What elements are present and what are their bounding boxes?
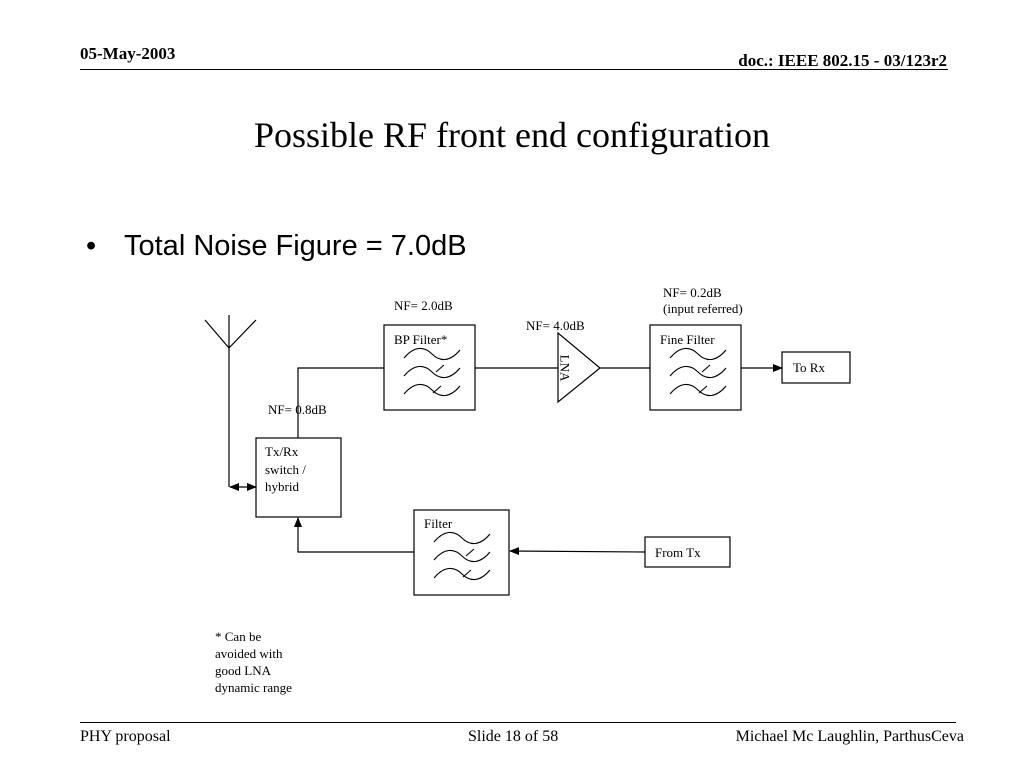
footnote-line2: avoided with bbox=[215, 646, 283, 661]
footnote-line1: * Can be bbox=[215, 629, 262, 644]
footer-left: PHY proposal bbox=[80, 728, 171, 745]
filter-to-switch-link bbox=[294, 517, 414, 553]
header-date: 05-May-2003 bbox=[80, 44, 176, 63]
bp-filter-nf-label: NF= 2.0dB bbox=[394, 298, 453, 313]
footer-author: Michael Mc Laughlin, ParthusCeva bbox=[735, 728, 964, 745]
bullet-dot: • bbox=[86, 230, 97, 262]
footer-rule bbox=[80, 722, 956, 723]
bp-filter-label: BP Filter* bbox=[394, 332, 448, 347]
lna-nf-label: NF= 4.0dB bbox=[526, 318, 585, 333]
tx-filter-icon bbox=[433, 531, 491, 581]
fine-filter-icon bbox=[669, 347, 727, 397]
fine-filter-nf-label: NF= 0.2dB bbox=[663, 285, 722, 300]
switch-label-line3: hybrid bbox=[265, 479, 299, 494]
switch-nf-label: NF= 0.8dB bbox=[268, 402, 327, 417]
to-rx-label: To Rx bbox=[793, 360, 825, 375]
switch-label-line2: switch / bbox=[265, 462, 306, 477]
from-tx-label: From Tx bbox=[655, 545, 701, 560]
tx-filter-label: Filter bbox=[424, 516, 453, 531]
fine-filter-nf-note: (input referred) bbox=[663, 301, 743, 316]
antenna-icon bbox=[204, 315, 257, 487]
header-doc-id: doc.: IEEE 802.15 - 03/123r2 bbox=[738, 51, 947, 70]
header-rule bbox=[80, 69, 948, 70]
footnote-line4: dynamic range bbox=[215, 680, 292, 695]
switch-label-line1: Tx/Rx bbox=[265, 444, 299, 459]
lna-triangle bbox=[557, 331, 601, 404]
slide-title: Possible RF front end configuration bbox=[254, 115, 770, 155]
fine-filter-label: Fine Filter bbox=[660, 332, 715, 347]
bp-filter-icon bbox=[403, 347, 461, 397]
bullet-text: Total Noise Figure = 7.0dB bbox=[124, 230, 467, 262]
footer-slide-number: Slide 18 of 58 bbox=[468, 728, 559, 745]
switch-to-bp-link bbox=[297, 367, 384, 438]
footnote-line3: good LNA bbox=[215, 663, 271, 678]
bullet-item: • Total Noise Figure = 7.0dB bbox=[86, 230, 467, 263]
to-rx-box bbox=[781, 351, 851, 384]
from-tx-to-filter-link bbox=[509, 547, 646, 556]
lna-label: LNA bbox=[557, 354, 573, 382]
